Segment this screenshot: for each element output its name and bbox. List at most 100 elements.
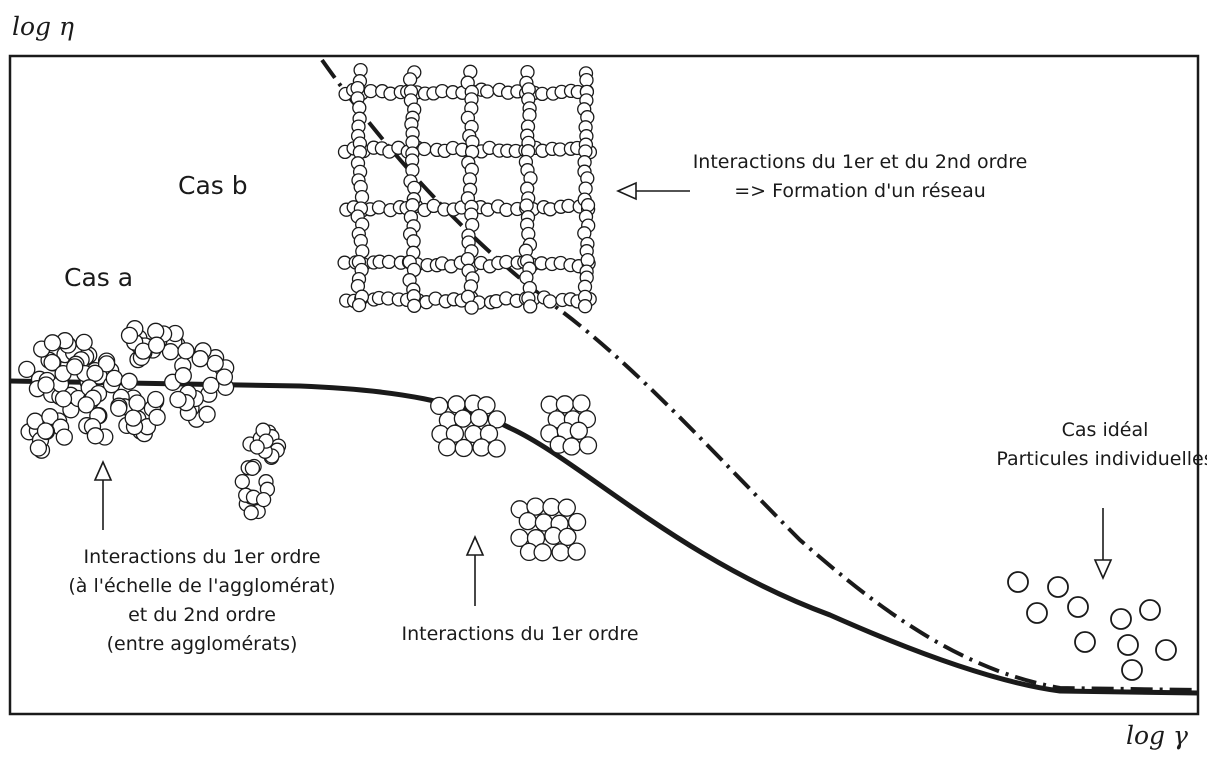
agglomerate-particle	[105, 369, 123, 388]
y-axis-label: log η	[12, 12, 74, 41]
agglomerate-particle	[77, 396, 95, 414]
agglomerate-particle	[255, 491, 272, 508]
curve-cas-a	[9, 378, 1199, 696]
annotation-first: Interactions du 1er ordre	[355, 620, 685, 649]
annotation-ideal-line-1: Cas idéal	[1061, 419, 1149, 441]
cluster-particle	[551, 543, 570, 562]
cluster-particle	[542, 497, 561, 517]
annotation-first-second-line-2: (à l'échelle de l'agglomérat)	[68, 575, 336, 597]
annotation-first-second: Interactions du 1er ordre (à l'échelle d…	[22, 543, 382, 659]
cluster-particle	[557, 498, 576, 517]
annotation-first-line-1: Interactions du 1er ordre	[401, 623, 639, 645]
arrow-first	[465, 535, 485, 606]
agglomerate-particle	[55, 428, 73, 446]
agglomerate-particle	[54, 390, 73, 408]
network-particle	[460, 251, 475, 267]
agglomerate-particle	[244, 460, 261, 476]
annotation-network-line-2: => Formation d'un réseau	[734, 180, 986, 202]
agglomerate-particle	[169, 390, 187, 409]
agglomerate-particle	[75, 333, 93, 352]
agglomerate-particle	[234, 473, 250, 490]
individual-particle	[1155, 639, 1177, 661]
cluster-particle	[562, 437, 581, 456]
cluster-particle	[518, 511, 537, 531]
agglomerate-particle	[29, 439, 48, 457]
agglomerate-particle	[86, 427, 105, 445]
individual-particle	[1067, 596, 1089, 618]
cluster-particle	[558, 527, 577, 547]
agglomerate-particle	[18, 360, 36, 379]
cluster-particle	[453, 409, 473, 428]
network-particle	[407, 298, 422, 313]
cluster-particle	[555, 395, 575, 414]
agglomerate-particle	[120, 326, 139, 345]
agglomerate-particle	[243, 505, 259, 521]
individual-particle	[1074, 631, 1096, 653]
agglomerate-particle	[86, 364, 104, 382]
cluster-particle	[578, 436, 598, 455]
agglomerate-particle	[177, 342, 195, 360]
x-axis-label: log γ	[1126, 721, 1188, 750]
cluster-particle	[445, 424, 465, 443]
agglomerate-particle	[198, 405, 216, 423]
agglomerate-particle	[128, 394, 146, 412]
agglomerate-particle	[36, 422, 55, 440]
annotation-network: Interactions du 1er et du 2nd ordre => F…	[665, 148, 1055, 206]
individual-particle	[1117, 634, 1139, 656]
annotation-first-second-line-3: et du 2nd ordre	[128, 604, 276, 626]
plot-frame	[8, 54, 1200, 716]
agglomerate-particle	[43, 334, 62, 352]
individual-particle	[1007, 571, 1029, 593]
network-particle	[579, 72, 594, 88]
arrow-ideal	[1093, 508, 1113, 580]
agglomerate-particle	[191, 350, 209, 368]
network-particle	[580, 198, 596, 213]
agglomerate-particle	[124, 409, 142, 427]
arrow-network	[616, 181, 690, 201]
agglomerate-particle	[148, 408, 166, 426]
agglomerate-particle	[202, 376, 220, 395]
annotation-network-line-1: Interactions du 1er et du 2nd ordre	[692, 151, 1028, 173]
agglomerate-particle	[110, 399, 128, 417]
network-particle	[577, 299, 593, 314]
cluster-1-particles	[430, 394, 507, 458]
network-particle	[405, 198, 420, 213]
agglomerate-particle	[66, 358, 84, 376]
agglomerate-small-particles	[234, 422, 287, 521]
network-particles	[337, 62, 598, 315]
network-particle	[371, 200, 387, 215]
individual-particle	[1121, 659, 1143, 681]
arrow-first-second	[93, 460, 113, 530]
cluster-particle	[469, 408, 489, 428]
network-particle	[523, 299, 538, 314]
cluster-particle	[437, 438, 457, 457]
agglomerate-particle	[249, 439, 265, 455]
network-particle	[542, 294, 558, 309]
annotation-ideal: Cas idéal Particules individuelles	[980, 416, 1207, 474]
individual-particle	[1110, 608, 1132, 630]
agglomerate-particle	[120, 372, 138, 390]
cluster-particle	[479, 424, 499, 443]
network-particle	[402, 72, 418, 87]
agglomerate-particle	[97, 355, 116, 373]
annotation-ideal-line-2: Particules individuelles	[996, 448, 1207, 470]
cluster-particle	[572, 394, 591, 413]
individual-particle	[1047, 576, 1069, 598]
agglomerate-particle	[206, 354, 224, 373]
agglomerate-particle	[215, 368, 234, 386]
case-a-label: Cas a	[64, 263, 134, 292]
network-particle	[417, 141, 432, 157]
cluster-particle	[487, 439, 506, 458]
annotation-first-second-line-1: Interactions du 1er ordre	[83, 546, 321, 568]
network-particle	[464, 300, 479, 315]
individual-particle	[1026, 602, 1048, 624]
individual-particle	[1139, 599, 1161, 621]
agglomerate-particle	[37, 376, 55, 394]
cluster-2-particles	[540, 394, 598, 456]
agglomerate-particle	[147, 390, 165, 409]
individual-particles	[1007, 571, 1177, 681]
case-b-label: Cas b	[178, 171, 248, 200]
cluster-3-particles	[510, 497, 587, 562]
cluster-particle	[567, 512, 587, 532]
